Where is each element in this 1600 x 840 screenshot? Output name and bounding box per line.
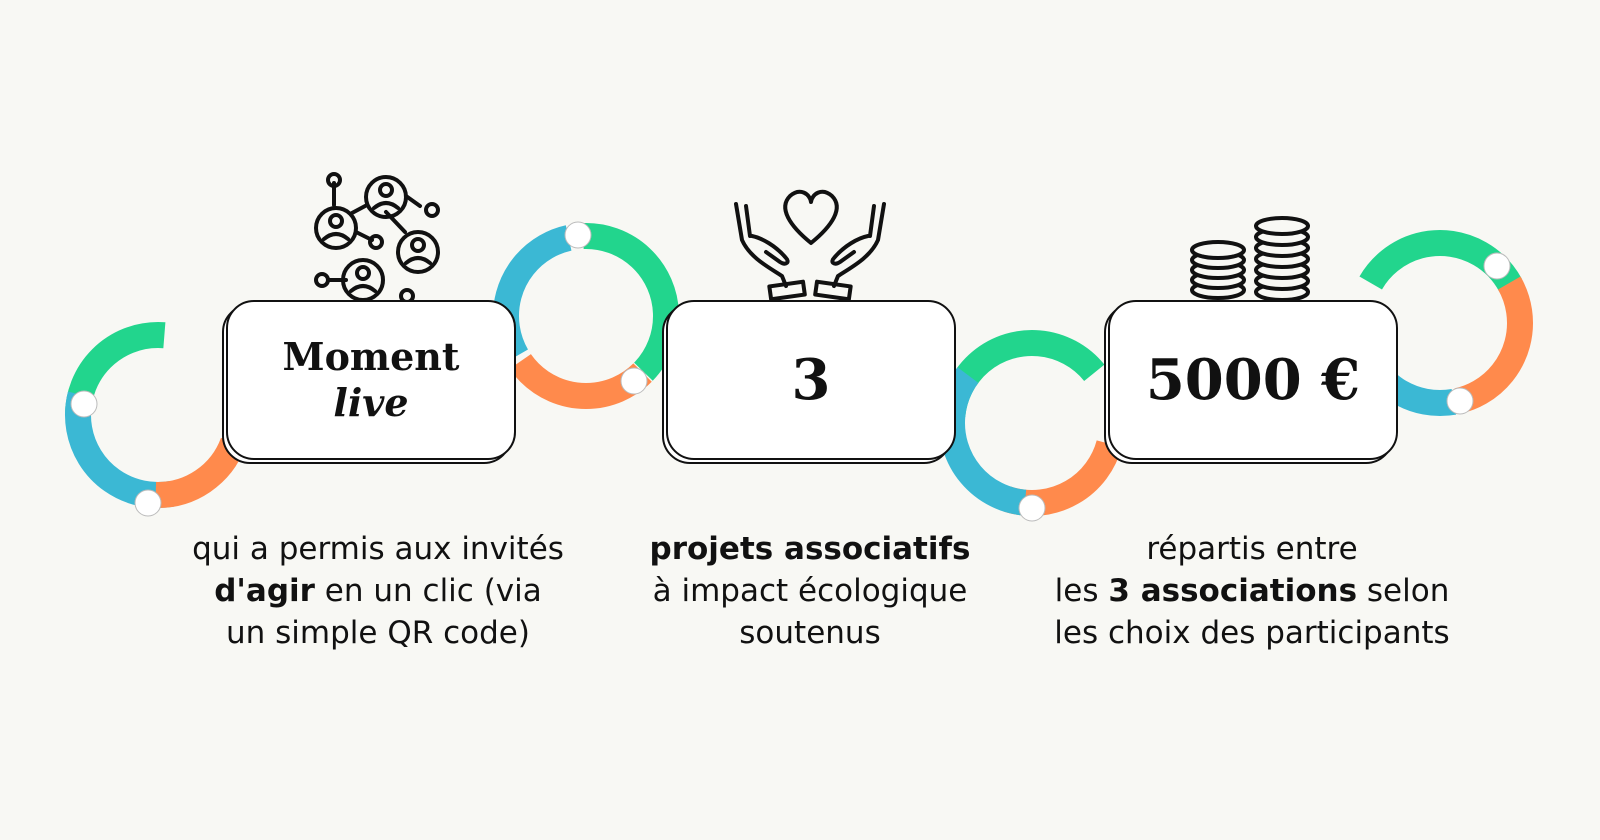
card-value: 5000 €	[1145, 347, 1361, 413]
ring-right-green	[1347, 230, 1533, 416]
desc-line: d'agir en un clic (via	[148, 570, 608, 612]
desc-bold: d'agir	[214, 573, 315, 609]
description-third: répartis entre les 3 associations selon …	[1022, 528, 1482, 654]
desc-text: les	[1054, 573, 1109, 609]
ring-middle-bottom	[939, 330, 1125, 522]
desc-line: projets associatifs	[580, 528, 1040, 570]
ring-middle-top	[493, 221, 679, 409]
ring-right	[1347, 230, 1533, 416]
desc-line: à impact écologique	[652, 573, 968, 609]
hands-heart-icon	[734, 189, 886, 302]
desc-line: qui a permis aux invités	[192, 531, 564, 567]
card-title: Moment	[282, 334, 460, 379]
desc-bold: 3 associations	[1108, 573, 1358, 609]
coin-stacks-icon	[1190, 216, 1310, 302]
desc-line: un simple QR code)	[226, 615, 530, 651]
desc-line: répartis entre	[1146, 531, 1358, 567]
card-face: Moment live	[226, 300, 516, 460]
desc-bold: projets associatifs	[649, 531, 971, 567]
description-first: qui a permis aux invités d'agir en un cl…	[148, 528, 608, 654]
card-moment-live: Moment live	[222, 300, 516, 464]
desc-line: les 3 associations selon	[1022, 570, 1482, 612]
card-face: 5000 €	[1108, 300, 1398, 460]
card-amount: 5000 €	[1104, 300, 1398, 464]
desc-text: selon	[1357, 573, 1450, 609]
card-value: 3	[791, 347, 831, 413]
desc-line: les choix des participants	[1054, 615, 1450, 651]
card-subtitle: live	[333, 380, 409, 425]
desc-text: en un clic (via	[314, 573, 542, 609]
people-network-icon	[314, 172, 440, 304]
card-face: 3	[666, 300, 956, 460]
card-projects-count: 3	[662, 300, 956, 464]
desc-line: soutenus	[739, 615, 881, 651]
description-second: projets associatifs à impact écologique …	[580, 528, 1040, 654]
ring-mid-blue	[493, 223, 679, 409]
